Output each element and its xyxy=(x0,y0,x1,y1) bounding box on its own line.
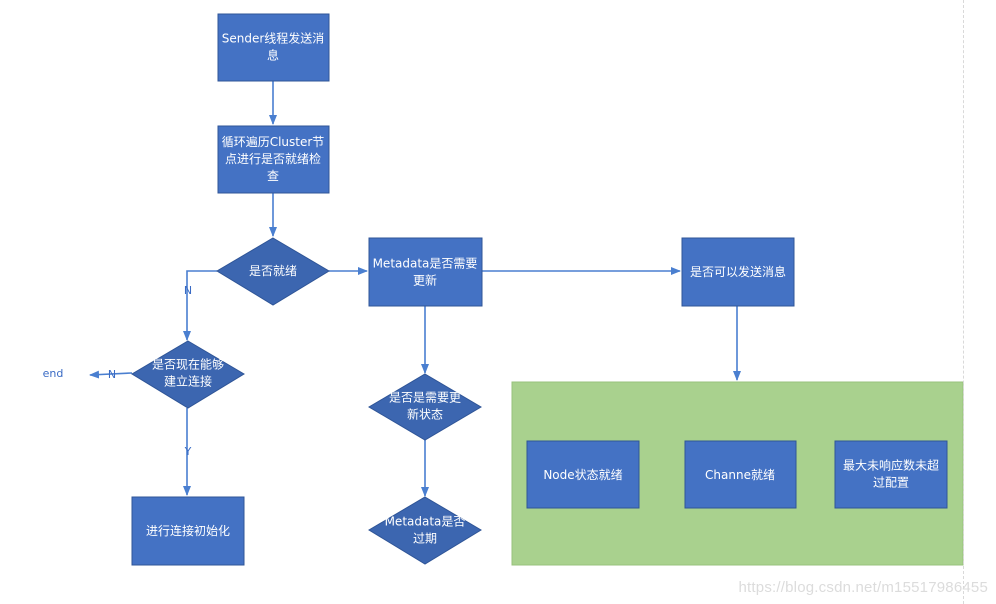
label-line: 是否就绪 xyxy=(249,264,297,278)
label-line: end xyxy=(43,367,64,380)
is-ready-decision xyxy=(216,237,330,306)
max-unanswered-label: 最大未响应数未超过配置 xyxy=(843,458,939,490)
label-line: 点进行是否就绪检 xyxy=(225,151,321,166)
connectors xyxy=(89,81,741,497)
is-ready-label: 是否就绪 xyxy=(249,264,297,278)
metadata-expired-decision xyxy=(368,496,482,565)
label-line: 查 xyxy=(267,169,279,183)
need-update-state-label: 是否是需要更新状态 xyxy=(389,391,461,422)
edge-label-no-ready: N xyxy=(184,284,192,297)
sender-box xyxy=(217,13,330,82)
label-line: 进行连接初始化 xyxy=(146,523,230,538)
page-edge-dashed-line xyxy=(963,0,964,604)
label-line: 最大未响应数未超 xyxy=(843,458,939,473)
watermark-text: https://blog.csdn.net/m15517986455 xyxy=(738,579,988,596)
edge-label-no-connect: N xyxy=(108,368,116,381)
label-line: 是否是需要更 xyxy=(389,391,461,405)
arrow-connect-no-to-end xyxy=(89,370,133,379)
label-line: 更新 xyxy=(413,273,437,288)
metadata-update-box xyxy=(368,237,483,307)
label-line: Channe就绪 xyxy=(705,468,775,482)
label-line: Node状态就绪 xyxy=(543,468,622,482)
metadata-expired-label: Metadata是否过期 xyxy=(385,515,466,546)
label-line: 过配置 xyxy=(873,476,909,490)
can-send-box xyxy=(681,237,795,307)
label-line: 过期 xyxy=(413,532,437,546)
label-line: 建立连接 xyxy=(164,374,212,389)
need-update-state-decision xyxy=(368,373,482,441)
loop-cluster-box xyxy=(217,125,330,194)
max-unanswered-box xyxy=(834,440,948,509)
node-ready-label: Node状态就绪 xyxy=(543,468,622,482)
metadata-update-label: Metadata是否需要更新 xyxy=(373,257,478,288)
label-line: Sender线程发送消 xyxy=(222,31,325,46)
label-line: 循环遍历Cluster节 xyxy=(222,135,325,149)
label-line: 是否现在能够 xyxy=(152,358,224,372)
can-connect-decision xyxy=(131,340,245,409)
label-line: Metadata是否 xyxy=(385,515,466,529)
end-label: end xyxy=(43,367,64,380)
arrow-ready-no-to-connect xyxy=(183,270,217,341)
label-line: 新状态 xyxy=(407,407,443,422)
label-line: 是否可以发送消息 xyxy=(690,264,786,279)
node-ready-box xyxy=(526,440,640,509)
can-connect-label: 是否现在能够建立连接 xyxy=(152,358,224,389)
edge-label-yes-connect: Y xyxy=(184,445,192,458)
channel-ready-label: Channe就绪 xyxy=(705,468,775,482)
label-line: 息 xyxy=(267,48,279,63)
init-connection-label: 进行连接初始化 xyxy=(146,523,230,538)
loop-cluster-label: 循环遍历Cluster节点进行是否就绪检查 xyxy=(222,135,325,183)
channel-ready-box xyxy=(684,440,797,509)
init-connection-box xyxy=(131,496,245,566)
label-line: Metadata是否需要 xyxy=(373,257,478,271)
can-send-label: 是否可以发送消息 xyxy=(690,264,786,279)
sender-label: Sender线程发送消息 xyxy=(222,31,325,63)
